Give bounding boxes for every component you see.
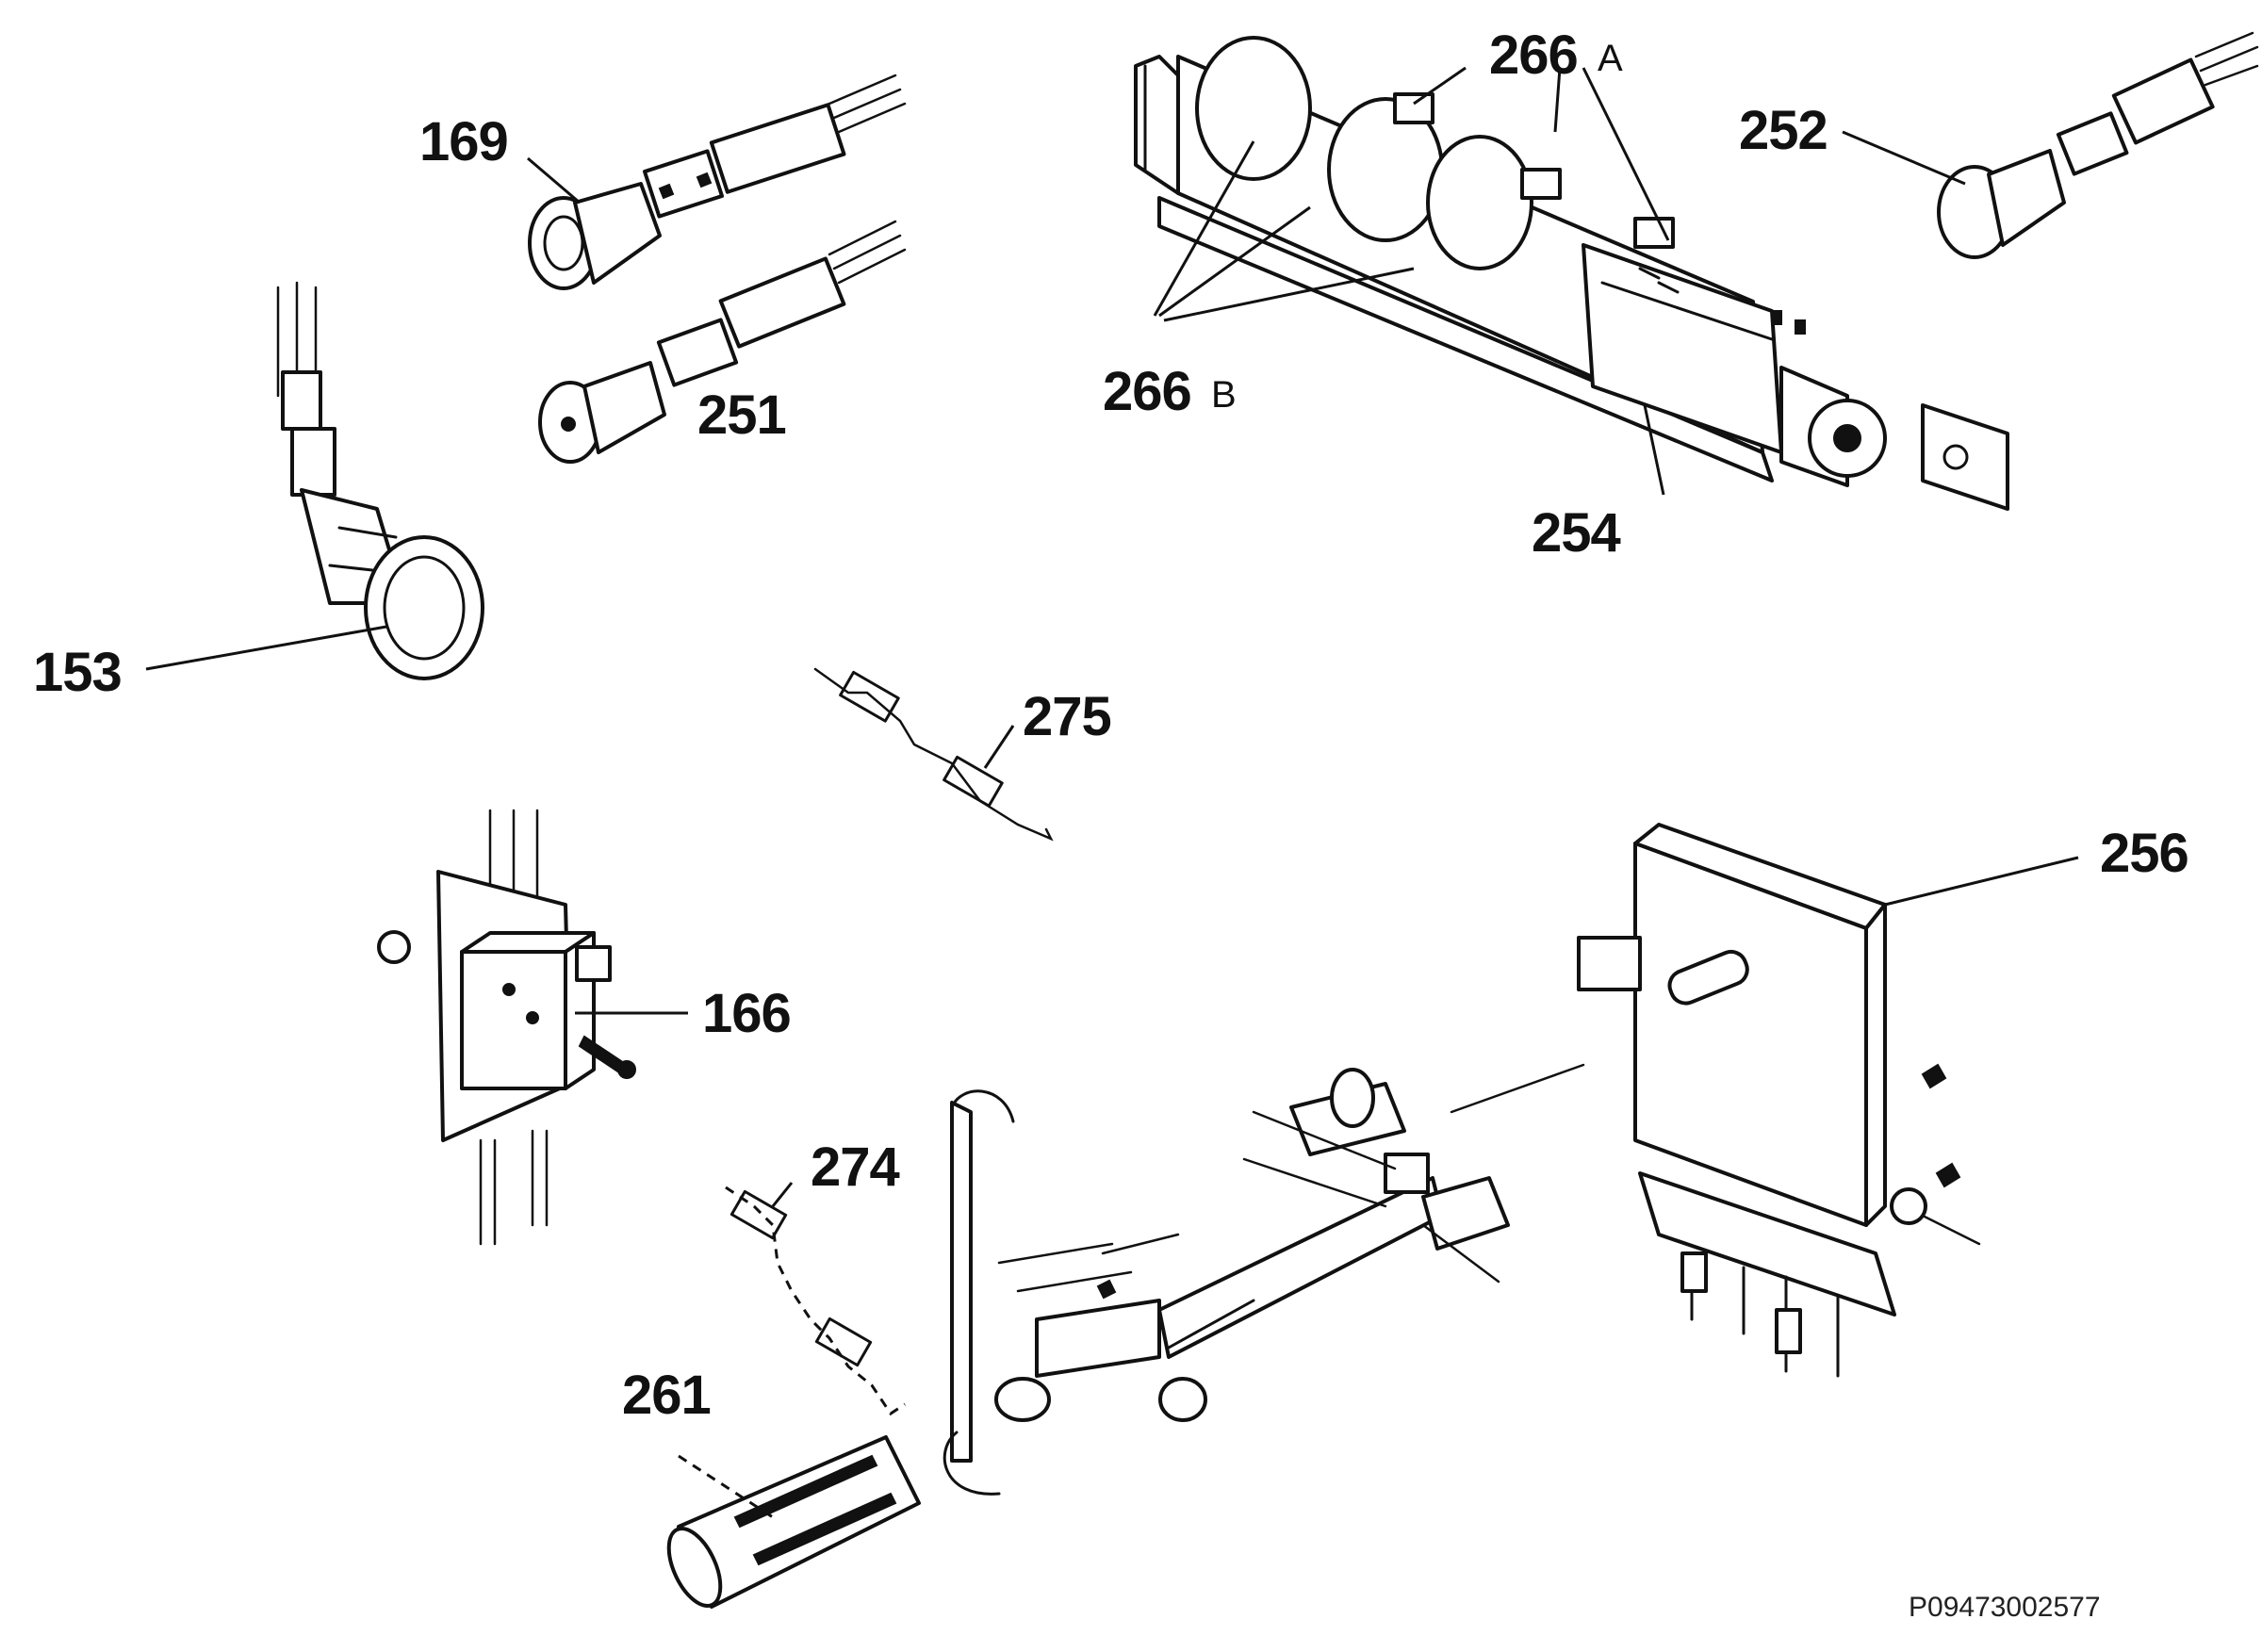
part-251-lamp-socket [538,220,907,464]
svg-text:275: 275 [1023,686,1111,747]
part-166-switch [377,809,636,1246]
callout-169: 169 [419,111,509,172]
callout-256: 256 [2100,823,2189,884]
part-252-lamp [1937,31,2259,259]
part-261-tube [666,1435,921,1609]
callout-275: 275 [1023,686,1112,747]
part-169-lamp-socket [528,74,907,290]
svg-text:251: 251 [697,384,786,446]
svg-text:166: 166 [702,983,791,1044]
part-275-wire [813,667,1054,842]
part-256-control-box [1577,823,1981,1378]
leader-lines [145,66,2079,1519]
part-274-wire [725,1186,906,1416]
callout-266-a: 266 A [1489,25,1623,86]
svg-text:274: 274 [811,1137,900,1198]
svg-text:252: 252 [1739,100,1828,161]
document-code: P09473002577 [1909,1592,2101,1623]
ballast-assembly [942,1063,1585,1496]
svg-text:169: 169 [419,111,508,172]
svg-text:153: 153 [33,642,122,703]
callout-254: 254 [1532,502,1622,564]
svg-text:B: B [1211,374,1237,416]
callout-166: 166 [702,983,792,1044]
svg-text:266: 266 [1489,25,1578,86]
part-254-housing [1134,36,2009,511]
svg-text:266: 266 [1103,361,1191,422]
callout-266-b: 266 B [1103,361,1237,422]
callout-251: 251 [697,384,787,446]
svg-text:254: 254 [1532,502,1621,564]
callout-274: 274 [811,1137,901,1198]
svg-text:261: 261 [622,1365,711,1426]
part-153-thermostat [276,281,484,680]
callout-261: 261 [622,1365,712,1426]
svg-text:256: 256 [2100,823,2188,884]
callout-153: 153 [33,642,123,703]
svg-text:A: A [1598,38,1623,79]
callout-252: 252 [1739,100,1828,161]
